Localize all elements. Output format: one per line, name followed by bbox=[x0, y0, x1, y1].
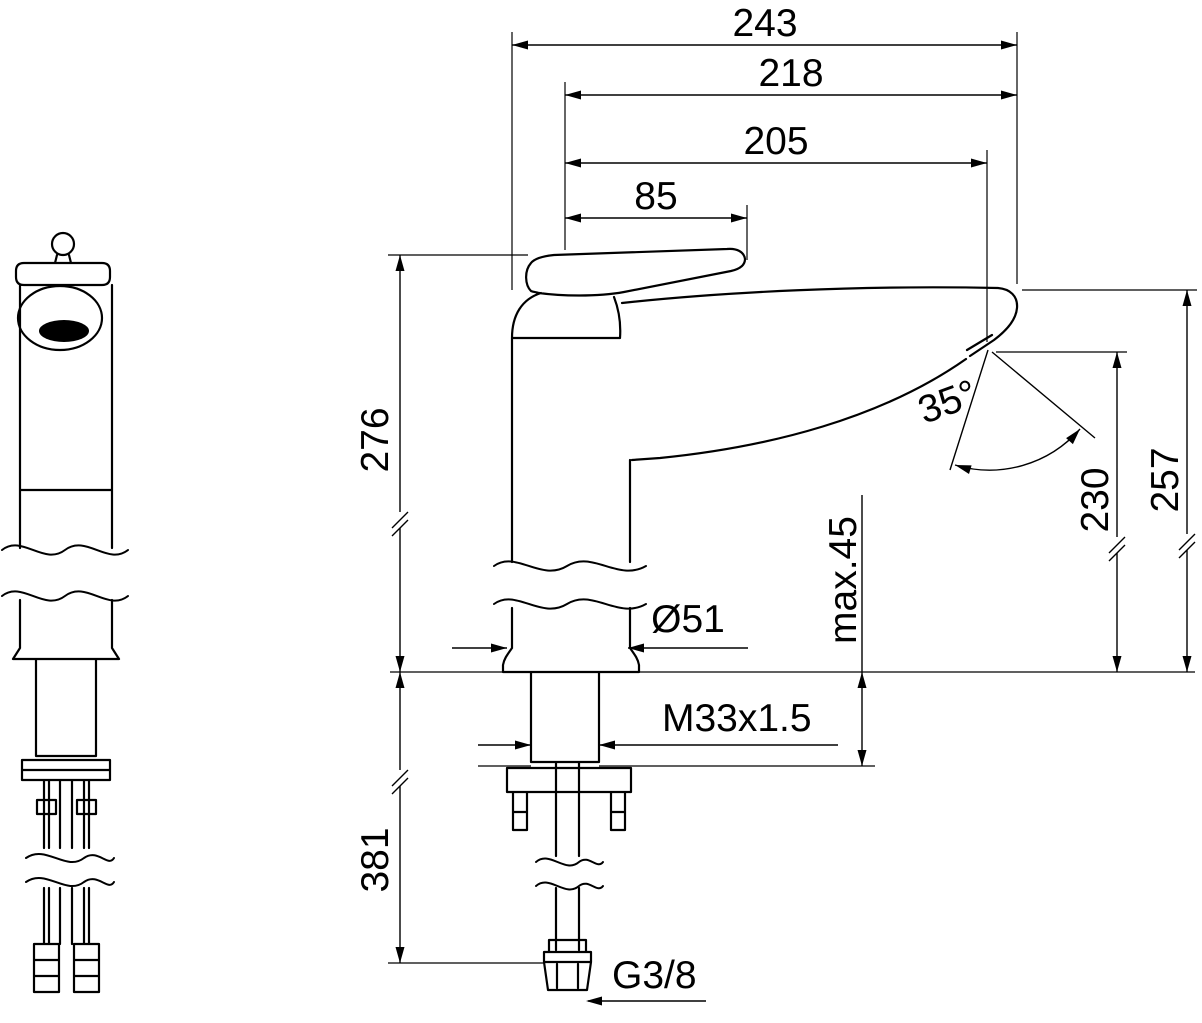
dimension-lines bbox=[399, 44, 1188, 1002]
extension-lines bbox=[388, 32, 1197, 964]
dim-spout-tip-height-label: 257 bbox=[1144, 447, 1187, 512]
dimension-arrowheads bbox=[395, 40, 1192, 1006]
dim-outlet-height-label: 230 bbox=[1074, 467, 1117, 532]
dim-max-deck-thickness-label: max.45 bbox=[822, 516, 865, 644]
dim-base-diameter-label: Ø51 bbox=[651, 598, 725, 641]
spout-front-outline bbox=[16, 284, 104, 352]
dimension-break-symbols bbox=[391, 511, 1196, 795]
side-view bbox=[501, 247, 1019, 992]
dim-lever-length-label: 85 bbox=[634, 175, 677, 218]
dim-spout-tip-projection-label: 218 bbox=[758, 52, 823, 95]
break-wavy-lines bbox=[1, 544, 647, 891]
front-view-outline bbox=[11, 231, 121, 994]
dimension-labels: 243 218 205 85 276 381 max.45 230 257 Ø5… bbox=[354, 2, 1187, 997]
dim-height-above-deck-label: 276 bbox=[354, 407, 397, 472]
front-view bbox=[11, 231, 121, 994]
dim-shank-thread-label: M33x1.5 bbox=[662, 697, 812, 740]
dim-supply-connection-label: G3/8 bbox=[612, 954, 697, 997]
dim-length-below-deck-label: 381 bbox=[354, 827, 397, 892]
dim-spout-outlet-angle-label: 35° bbox=[913, 372, 983, 433]
dim-overall-projection-label: 243 bbox=[732, 2, 797, 45]
side-view-outline bbox=[501, 247, 1019, 992]
aerator-front bbox=[39, 320, 89, 342]
dim-outlet-projection-label: 205 bbox=[743, 120, 808, 163]
